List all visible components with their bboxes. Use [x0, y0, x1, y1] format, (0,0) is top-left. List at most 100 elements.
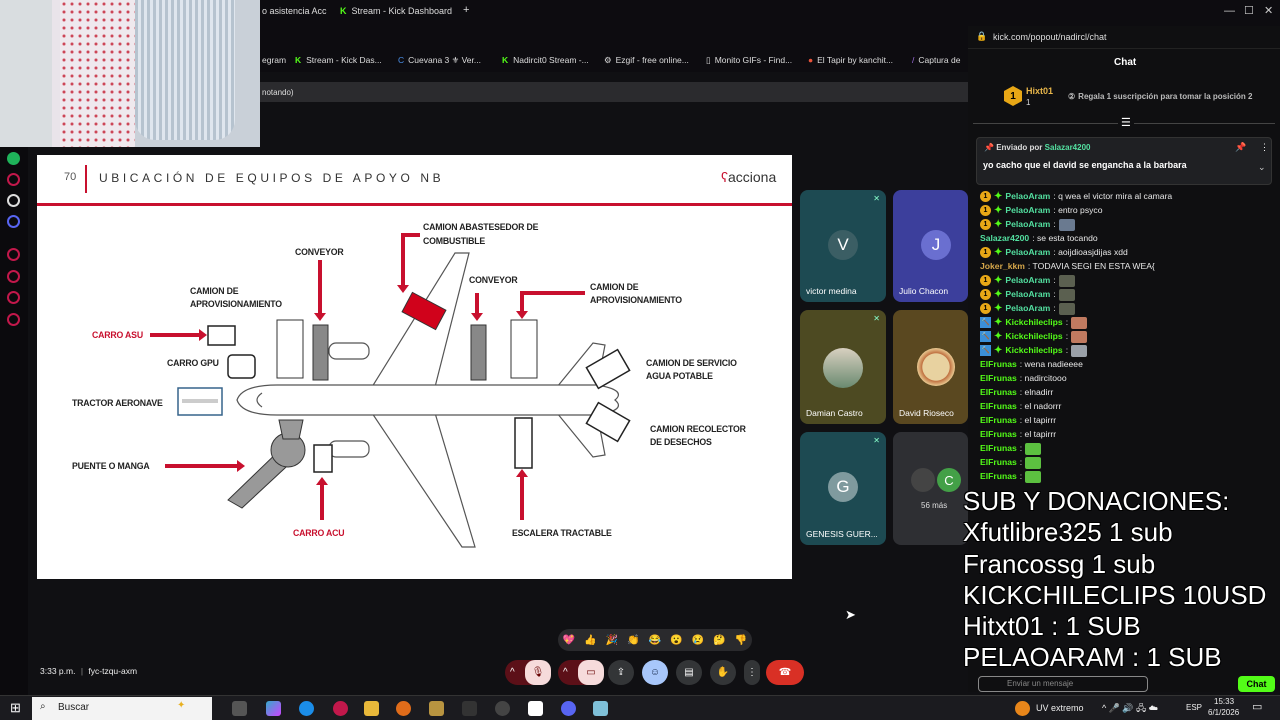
chat-username[interactable]: Kickchileclips — [1005, 317, 1063, 327]
settings-icon[interactable] — [7, 313, 20, 326]
language[interactable]: ESP — [1186, 703, 1203, 712]
reaction-thumbs-up[interactable]: 👍 — [584, 634, 597, 646]
tray-icons[interactable]: ^ 🎤 🔊 🖧 ☁ — [1102, 703, 1159, 713]
filter-icon[interactable]: ☰ — [1118, 116, 1134, 129]
reactions-button[interactable]: ☺ — [642, 660, 668, 685]
bookmark[interactable]: egram — [262, 55, 287, 65]
weather-text[interactable]: UV extremo — [1036, 703, 1084, 713]
chat-username[interactable]: ElFrunas — [980, 359, 1017, 369]
end-call-button[interactable]: ☎ — [766, 660, 804, 685]
extensions-icon[interactable] — [7, 291, 20, 304]
participant-tile[interactable]: David Rioseco — [893, 310, 968, 424]
bookmark[interactable]: ⚙Ezgif - free online... — [604, 55, 689, 65]
tractor-bar — [182, 399, 218, 403]
discord-icon[interactable] — [561, 701, 576, 716]
reaction-surprised[interactable]: 😮 — [670, 634, 683, 646]
chat-message: ElFrunas: — [980, 442, 1042, 455]
chevron-down-icon[interactable]: ⌄ — [1258, 162, 1266, 172]
participant-tile[interactable]: J Julio Chacon — [893, 190, 968, 302]
participant-tile[interactable]: ✕ Damian Castro — [800, 310, 886, 424]
chat-username[interactable]: Kickchileclips — [1005, 331, 1063, 341]
chat-username[interactable]: PelaoAram — [1005, 191, 1051, 201]
clock-time[interactable]: 15:33 — [1214, 697, 1235, 706]
chat-username[interactable]: Kickchileclips — [1005, 345, 1063, 355]
chat-username[interactable]: PelaoAram — [1005, 205, 1051, 215]
store-icon[interactable] — [528, 701, 543, 716]
send-chat-button[interactable]: Chat — [1238, 676, 1275, 692]
notifications-icon[interactable]: ▭ — [1252, 701, 1263, 713]
edge-icon[interactable] — [299, 701, 314, 716]
participant-tile[interactable]: ✕ G GENESIS GUER... — [800, 432, 886, 545]
reaction-sad[interactable]: 😢 — [691, 634, 705, 646]
chat-message: ElFrunas: el tapirrr — [980, 414, 1056, 427]
chat-username[interactable]: PelaoAram — [1005, 247, 1051, 257]
pin-icon[interactable]: 📌 — [1235, 142, 1247, 152]
raise-hand-button[interactable]: ✋ — [710, 660, 736, 685]
bookmark[interactable]: /Captura de — [912, 55, 961, 65]
chat-username[interactable]: ElFrunas — [980, 457, 1017, 467]
player-icon[interactable] — [7, 248, 20, 261]
fl-studio-icon[interactable] — [396, 701, 411, 716]
history-icon[interactable] — [7, 270, 20, 283]
clock-date[interactable]: 6/1/2026 — [1208, 708, 1240, 717]
minimize-button[interactable]: — — [1224, 5, 1235, 17]
chat-username[interactable]: PelaoAram — [1005, 219, 1051, 229]
chat-username[interactable]: ElFrunas — [980, 387, 1017, 397]
maximize-button[interactable]: ☐ — [1244, 5, 1254, 17]
bookmark[interactable]: ▯Monito GIFs - Find... — [706, 55, 793, 65]
chat-username[interactable]: ElFrunas — [980, 373, 1017, 383]
chat-username[interactable]: PelaoAram — [1005, 289, 1051, 299]
chat-input[interactable]: Enviar un mensaje — [978, 676, 1148, 692]
epic-games-icon[interactable] — [462, 701, 477, 716]
tab-asistencia[interactable]: o asistencia Acc — [262, 6, 327, 16]
chat-username[interactable]: Salazar4200 — [980, 233, 1030, 243]
league-icon[interactable] — [429, 701, 444, 716]
reaction-clap[interactable]: 👏 — [627, 634, 640, 646]
taskbar-search[interactable]: ⌕Buscar✦ — [32, 697, 212, 720]
close-button[interactable]: ✕ — [1264, 5, 1274, 17]
more-icon[interactable]: ⋮ — [1260, 142, 1269, 152]
more-participants-tile[interactable]: C 56 más — [893, 432, 968, 545]
captions-button[interactable]: ▤ — [676, 660, 702, 685]
popup-url[interactable]: kick.com/popout/nadircl/chat — [993, 32, 1107, 42]
chat-username[interactable]: PelaoAram — [1005, 275, 1051, 285]
tiktok-icon[interactable] — [7, 194, 20, 207]
opera-gx-icon[interactable] — [333, 701, 348, 716]
discord-icon[interactable] — [7, 215, 20, 228]
file-explorer-icon[interactable] — [364, 701, 379, 716]
reaction-thumbs-down[interactable]: 👎 — [734, 634, 748, 646]
reaction-party[interactable]: 🎉 — [605, 634, 619, 646]
instagram-icon[interactable] — [7, 173, 20, 186]
new-tab-button[interactable]: + — [463, 4, 470, 16]
windows-start-icon[interactable]: ⊞ — [10, 700, 21, 715]
camera-options-button[interactable]: ^▭ — [558, 660, 604, 685]
camera-off-icon[interactable]: ▭ — [578, 660, 604, 685]
mic-off-icon[interactable]: 🎙 — [525, 660, 551, 685]
chat-username[interactable]: Joker_kkm — [980, 261, 1025, 271]
present-button[interactable]: ⇪ — [608, 660, 634, 685]
task-view-icon[interactable] — [232, 701, 247, 716]
participant-name: Damian Castro — [806, 408, 863, 418]
bookmark[interactable]: ●El Tapir by kanchit... — [808, 55, 894, 65]
whatsapp-icon[interactable] — [7, 152, 20, 165]
reaction-heart[interactable]: 💖 — [562, 634, 575, 646]
copilot-icon[interactable] — [266, 701, 281, 716]
notepad-icon[interactable] — [593, 701, 608, 716]
chat-username[interactable]: ElFrunas — [980, 415, 1017, 425]
participant-tile[interactable]: ✕ V victor medina — [800, 190, 886, 302]
mic-options-button[interactable]: ^🎙 — [505, 660, 551, 685]
top-gifter-name[interactable]: Hixt01 — [1026, 86, 1054, 96]
chat-username[interactable]: ElFrunas — [980, 401, 1017, 411]
more-options-button[interactable]: ⋮ — [744, 660, 760, 685]
reaction-thinking[interactable]: 🤔 — [713, 634, 726, 646]
chat-username[interactable]: PelaoAram — [1005, 303, 1051, 313]
chat-username[interactable]: ElFrunas — [980, 471, 1017, 481]
chat-username[interactable]: ElFrunas — [980, 429, 1017, 439]
obs-icon[interactable] — [495, 701, 510, 716]
chat-username[interactable]: ElFrunas — [980, 443, 1017, 453]
reaction-laugh[interactable]: 😂 — [648, 634, 662, 646]
